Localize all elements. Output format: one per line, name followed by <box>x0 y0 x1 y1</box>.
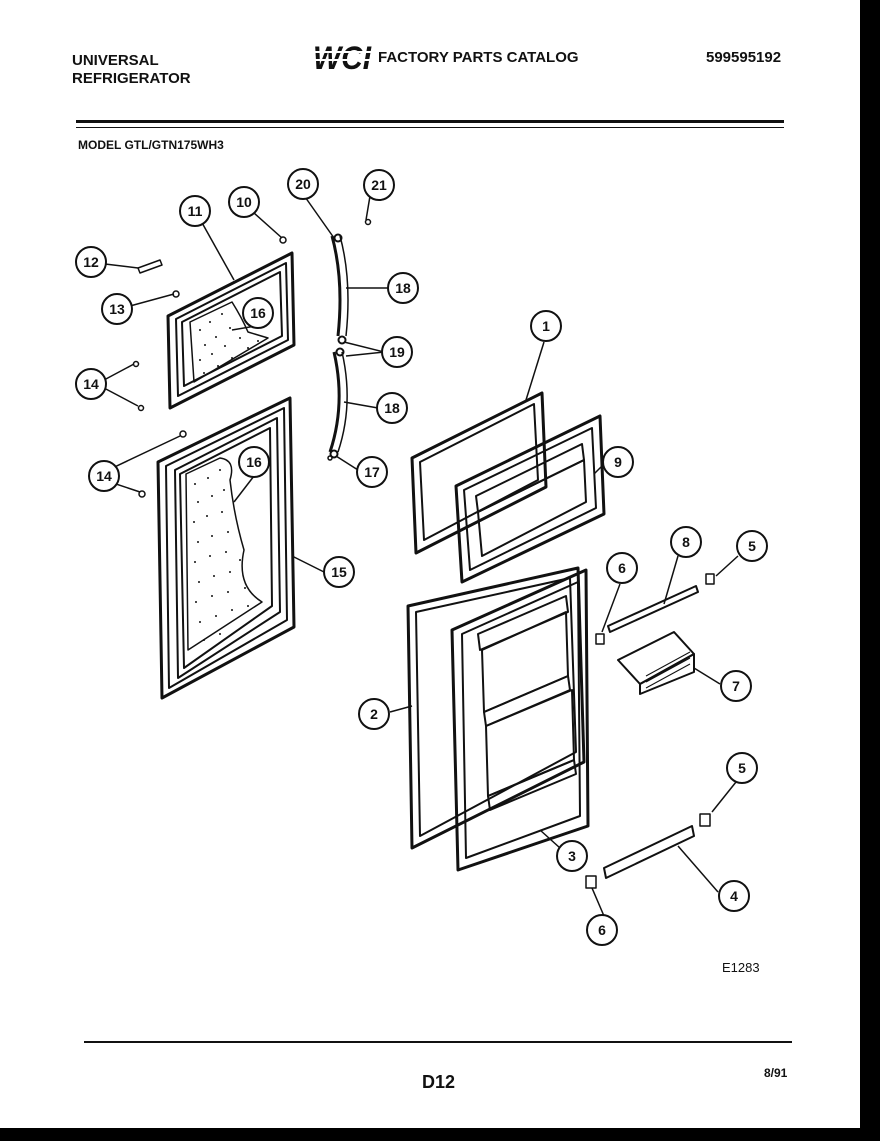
callout-5-lower: 5 <box>726 752 758 784</box>
fresh-food-door-outer <box>156 396 296 700</box>
brand-block: UNIVERSAL REFRIGERATOR <box>72 52 252 88</box>
hinge-pin-21 <box>364 218 372 226</box>
svg-text:17: 17 <box>364 464 380 480</box>
dairy-door <box>617 631 695 695</box>
door-shelf-bar <box>603 825 695 879</box>
end-cap-6b <box>585 875 597 889</box>
catalog-title: FACTORY PARTS CATALOG <box>378 49 579 66</box>
callout-1: 1 <box>530 310 562 342</box>
svg-text:1: 1 <box>542 318 550 334</box>
callout-8: 8 <box>670 526 702 558</box>
handle-trim-part <box>137 259 163 274</box>
catalog-date: 8/91 <box>764 1066 788 1080</box>
fresh-food-door-insulation <box>185 457 263 651</box>
callout-6-upper: 6 <box>606 552 638 584</box>
end-cap-5a <box>705 573 715 585</box>
fresh-food-gasket <box>406 566 586 850</box>
callout-5-upper: 5 <box>736 530 768 562</box>
callout-16-upper: 16 <box>242 297 274 329</box>
fresh-food-door-liner <box>450 568 590 872</box>
callout-19: 19 <box>381 336 413 368</box>
svg-text:12: 12 <box>83 254 99 270</box>
callout-15: 15 <box>323 556 355 588</box>
end-cap-5b <box>699 813 711 827</box>
hinge-bar-upper <box>330 233 349 345</box>
callout-10: 10 <box>228 186 260 218</box>
svg-text:3: 3 <box>568 848 576 864</box>
svg-text:5: 5 <box>738 760 746 776</box>
svg-text:18: 18 <box>384 400 400 416</box>
svg-text:8: 8 <box>682 534 690 550</box>
callout-20: 20 <box>287 168 319 200</box>
callout-18-upper: 18 <box>387 272 419 304</box>
part-number: 599595192 <box>706 49 782 66</box>
svg-text:11: 11 <box>188 203 203 219</box>
svg-text:20: 20 <box>295 176 311 192</box>
plug-14d <box>138 490 146 498</box>
catalog-sheet: UNIVERSAL REFRIGERATOR WCI FACTORY PARTS… <box>0 0 860 1128</box>
callout-14-upper: 14 <box>75 368 107 400</box>
end-cap-6a <box>595 633 605 645</box>
callout-2: 2 <box>358 698 390 730</box>
svg-text:10: 10 <box>236 194 252 210</box>
screw-10 <box>279 236 287 244</box>
svg-text:14: 14 <box>83 376 99 392</box>
callout-18-lower: 18 <box>376 392 408 424</box>
svg-text:15: 15 <box>331 564 347 580</box>
plug-14a <box>132 360 140 368</box>
svg-text:14: 14 <box>96 468 112 484</box>
brand-line-2: REFRIGERATOR <box>72 70 191 87</box>
callout-7: 7 <box>720 670 752 702</box>
callout-9: 9 <box>602 446 634 478</box>
dairy-shelf-bar <box>607 585 699 633</box>
callout-13: 13 <box>101 293 133 325</box>
freezer-door-liner <box>454 414 606 584</box>
model-label: MODEL GTL/GTN175WH3 <box>78 138 224 152</box>
svg-text:6: 6 <box>598 922 606 938</box>
callout-14-lower: 14 <box>88 460 120 492</box>
svg-text:9: 9 <box>614 454 622 470</box>
hinge-bar-lower <box>328 347 348 459</box>
diagram-code: E1283 <box>722 960 760 975</box>
freezer-door-insulation <box>189 301 269 383</box>
wci-logo: WCI <box>313 40 372 74</box>
svg-text:16: 16 <box>250 305 266 321</box>
callout-21: 21 <box>363 169 395 201</box>
callout-6-lower: 6 <box>586 914 618 946</box>
callout-4: 4 <box>718 880 750 912</box>
hinge-pin-17 <box>327 455 333 461</box>
leader-lines <box>103 193 739 917</box>
exploded-parts-diagram: 1 2 3 4 5 5 6 6 7 8 9 10 11 12 13 14 14 … <box>75 168 768 946</box>
svg-text:2: 2 <box>370 706 378 722</box>
freezer-gasket <box>410 391 548 555</box>
plug-14b <box>137 404 145 412</box>
svg-text:16: 16 <box>246 454 262 470</box>
svg-text:13: 13 <box>109 301 125 317</box>
page-number: D12 <box>422 1072 456 1092</box>
svg-text:5: 5 <box>748 538 756 554</box>
svg-text:6: 6 <box>618 560 626 576</box>
callout-11: 11 <box>179 195 211 227</box>
header-rule-thick <box>76 120 784 123</box>
callout-16-lower: 16 <box>238 446 270 478</box>
svg-text:4: 4 <box>730 888 738 904</box>
callout-17: 17 <box>356 456 388 488</box>
callout-3: 3 <box>556 840 588 872</box>
plug-14c <box>179 430 187 438</box>
svg-text:18: 18 <box>395 280 411 296</box>
header-rule-thin <box>76 127 784 128</box>
svg-text:19: 19 <box>389 344 405 360</box>
footer-rule <box>84 1041 792 1043</box>
brand-line-1: UNIVERSAL <box>72 52 159 69</box>
freezer-door-outer <box>166 251 296 410</box>
logo-text: WCI <box>313 40 372 74</box>
svg-text:7: 7 <box>732 678 740 694</box>
svg-text:21: 21 <box>371 177 387 193</box>
callout-12: 12 <box>75 246 107 278</box>
